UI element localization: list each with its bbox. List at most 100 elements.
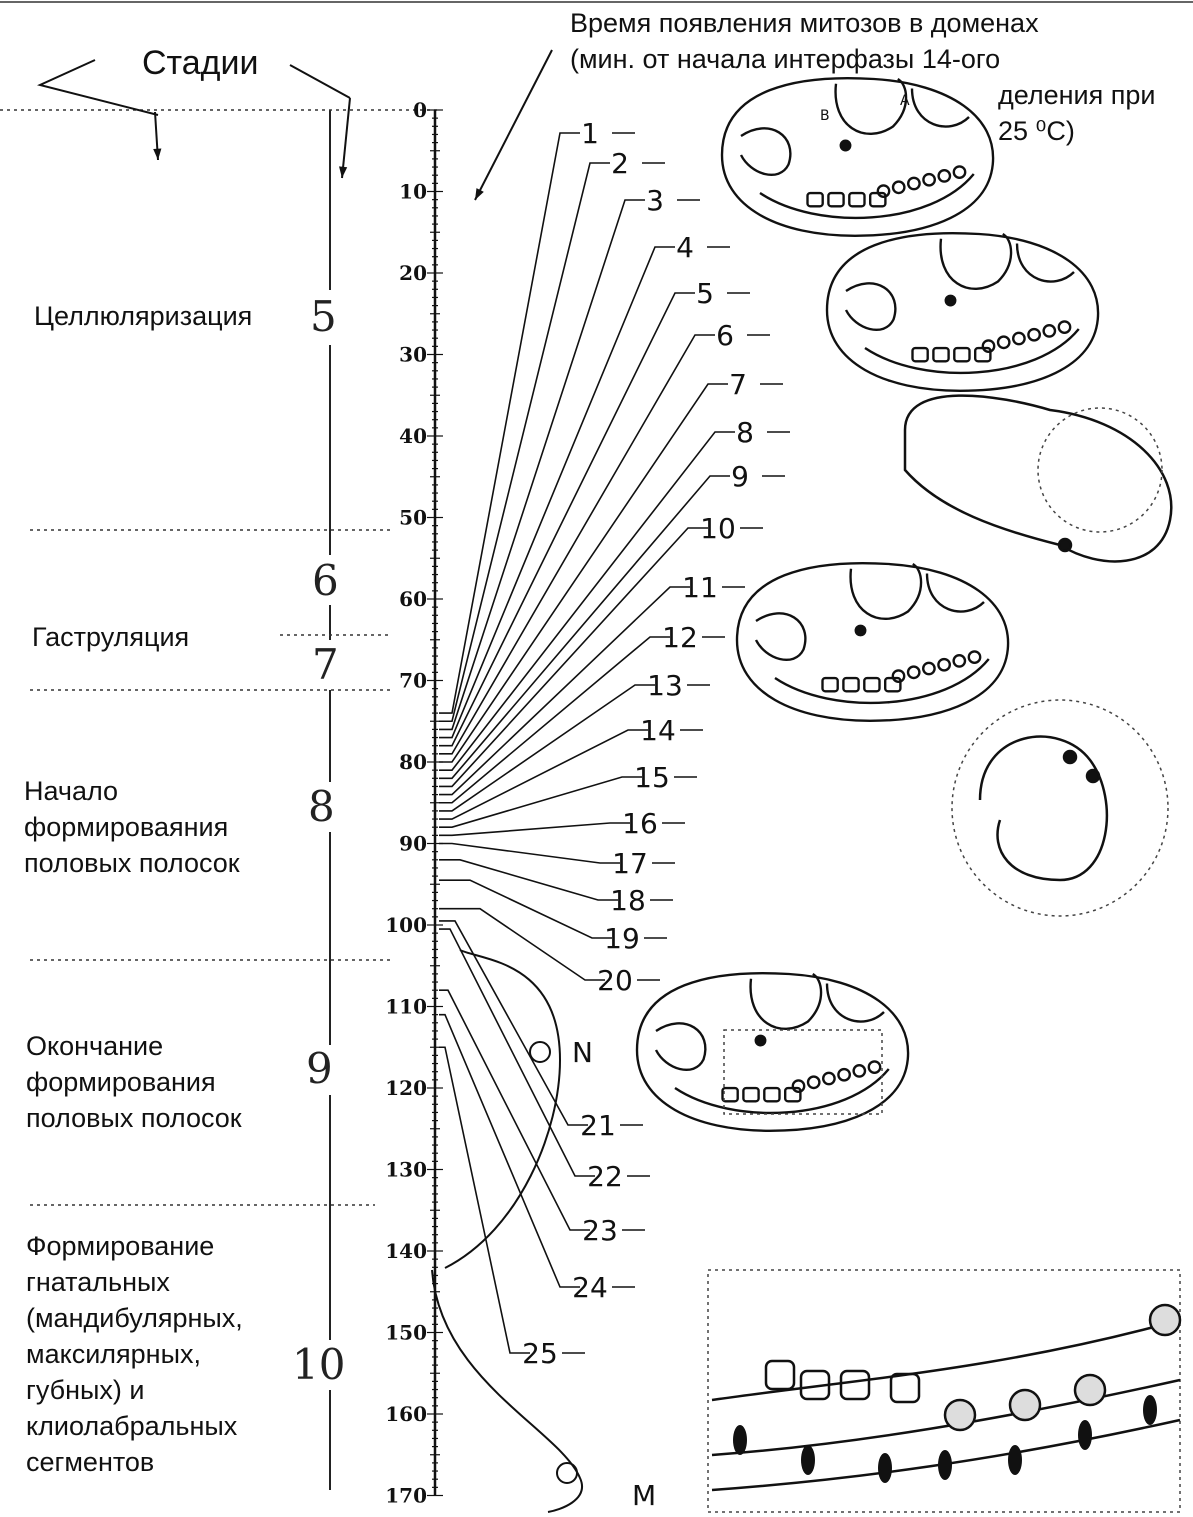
axis-tick-label: 170 (385, 1484, 427, 1508)
stage-name-line: Целлюляризация (34, 298, 252, 334)
embryo-cell (793, 1080, 804, 1091)
inset-letter-b: B (820, 108, 830, 124)
domain-connector (439, 823, 630, 835)
stage-number-8: 8 (308, 782, 335, 831)
domain-connector (439, 909, 605, 980)
inset-cell (766, 1361, 794, 1389)
stage-number-5: 5 (310, 292, 337, 341)
domain-connector (439, 730, 648, 819)
domain-label-10: 10 (700, 512, 736, 545)
stage-number-7: 7 (312, 640, 339, 689)
embryo-cell (893, 670, 904, 681)
embryo-cell (723, 1088, 738, 1101)
marker-m-label: M (632, 1479, 656, 1512)
stages-title: Стадии (142, 44, 258, 83)
embryo-cell (823, 678, 838, 691)
marker-m-circle (557, 1463, 577, 1483)
embryo-cell (878, 185, 889, 196)
domain-label-1: 1 (581, 117, 599, 150)
domain-label-25: 25 (522, 1337, 558, 1370)
stage-number-10: 10 (292, 1340, 345, 1389)
header-arrow (475, 50, 552, 200)
inset-cell (1075, 1375, 1105, 1405)
inset-cell (945, 1400, 975, 1430)
embryo-middle (737, 563, 1008, 721)
domain-label-21: 21 (580, 1109, 616, 1142)
embryo-cell (893, 182, 904, 193)
domain-connector (439, 1015, 580, 1287)
stage-name-line: сегментов (26, 1444, 243, 1480)
embryo-outline (737, 563, 1008, 721)
stage-name-line: Гаструляция (32, 619, 189, 655)
domain-label-17: 17 (612, 847, 648, 880)
embryo-cell (939, 170, 950, 181)
axis-tick-label: 50 (399, 506, 427, 530)
domain-label-8: 8 (736, 416, 754, 449)
header-line-3: деления при (998, 80, 1155, 111)
axis-tick-label: 90 (399, 832, 427, 856)
axis-tick-label: 100 (385, 913, 427, 937)
embryo-cell (808, 1077, 819, 1088)
stage-name-line: Начало (24, 773, 240, 809)
axis-tick-label: 110 (385, 995, 427, 1019)
embryo-dot (756, 1036, 766, 1046)
domain-label-18: 18 (610, 884, 646, 917)
side-view-dot (1087, 770, 1099, 782)
domain-label-5: 5 (696, 277, 714, 310)
inset-cell (841, 1371, 869, 1399)
domain-connector (439, 133, 580, 713)
side-view-dot (1064, 751, 1076, 763)
domain-label-24: 24 (572, 1271, 608, 1304)
embryo-dot (856, 626, 866, 636)
stage-name-line: (мандибулярных, (26, 1300, 243, 1336)
axis-tick-label: 10 (399, 180, 427, 204)
domain-label-7: 7 (729, 368, 747, 401)
domain-label-20: 20 (597, 964, 633, 997)
stages-arrow-left (40, 60, 158, 115)
inset-cell (1010, 1390, 1040, 1420)
embryo-fold (836, 79, 907, 134)
stage-name-line: формирования (26, 1064, 242, 1100)
embryo-head (846, 283, 895, 330)
domain-labels: 1234567891011121314151617181920212223242… (522, 93, 910, 1512)
axis-tick-label: 0 (413, 98, 427, 122)
stage-name-line: половых полосок (26, 1100, 242, 1136)
stage-name-line: половых полосок (24, 845, 240, 881)
embryo-outline (722, 78, 993, 236)
embryo-cell (1059, 321, 1070, 332)
domain-label-4: 4 (676, 231, 694, 264)
embryo-cell (1044, 325, 1055, 336)
stage-number-6: 6 (312, 556, 339, 605)
axis-tick-label: 120 (385, 1076, 427, 1100)
embryo-fold (941, 234, 1012, 289)
stage-number-9: 9 (306, 1044, 333, 1093)
axis-tick-label: 70 (399, 669, 427, 693)
inset-mark (938, 1450, 952, 1480)
side-view-dot (1059, 539, 1071, 551)
header-line-2: (мин. от начала интерфазы 14-ого (570, 44, 1000, 75)
stage-5-name: Целлюляризация (34, 298, 252, 334)
domain-label-13: 13 (647, 669, 683, 702)
embryo-outline (637, 973, 908, 1131)
stage-8-name: Начало формироваяния половых полосок (24, 773, 240, 881)
stage-name-line: Окончание (26, 1028, 242, 1064)
inset-cell (891, 1374, 919, 1402)
stage-6-name: Гаструляция (32, 619, 189, 655)
domain-label-3: 3 (646, 184, 664, 217)
embryo-cell (823, 1073, 834, 1084)
stage-10-name: Формирование гнатальных (мандибулярных, … (26, 1228, 243, 1480)
embryo-cell (933, 348, 948, 361)
embryo-head (741, 128, 790, 175)
inset-mark (878, 1453, 892, 1483)
stage-9-name: Окончание формирования половых полосок (26, 1028, 242, 1136)
embryo-top (722, 78, 993, 236)
inset-mark (1008, 1445, 1022, 1475)
axis-tick-label: 140 (385, 1239, 427, 1263)
embryo-sketches (530, 78, 1180, 1512)
domain-label-23: 23 (582, 1214, 618, 1247)
inset-mark (801, 1445, 815, 1475)
embryo-cell (838, 1069, 849, 1080)
axis-tick-label: 160 (385, 1402, 427, 1426)
inset-mark (1143, 1395, 1157, 1425)
embryo-cell (954, 655, 965, 666)
